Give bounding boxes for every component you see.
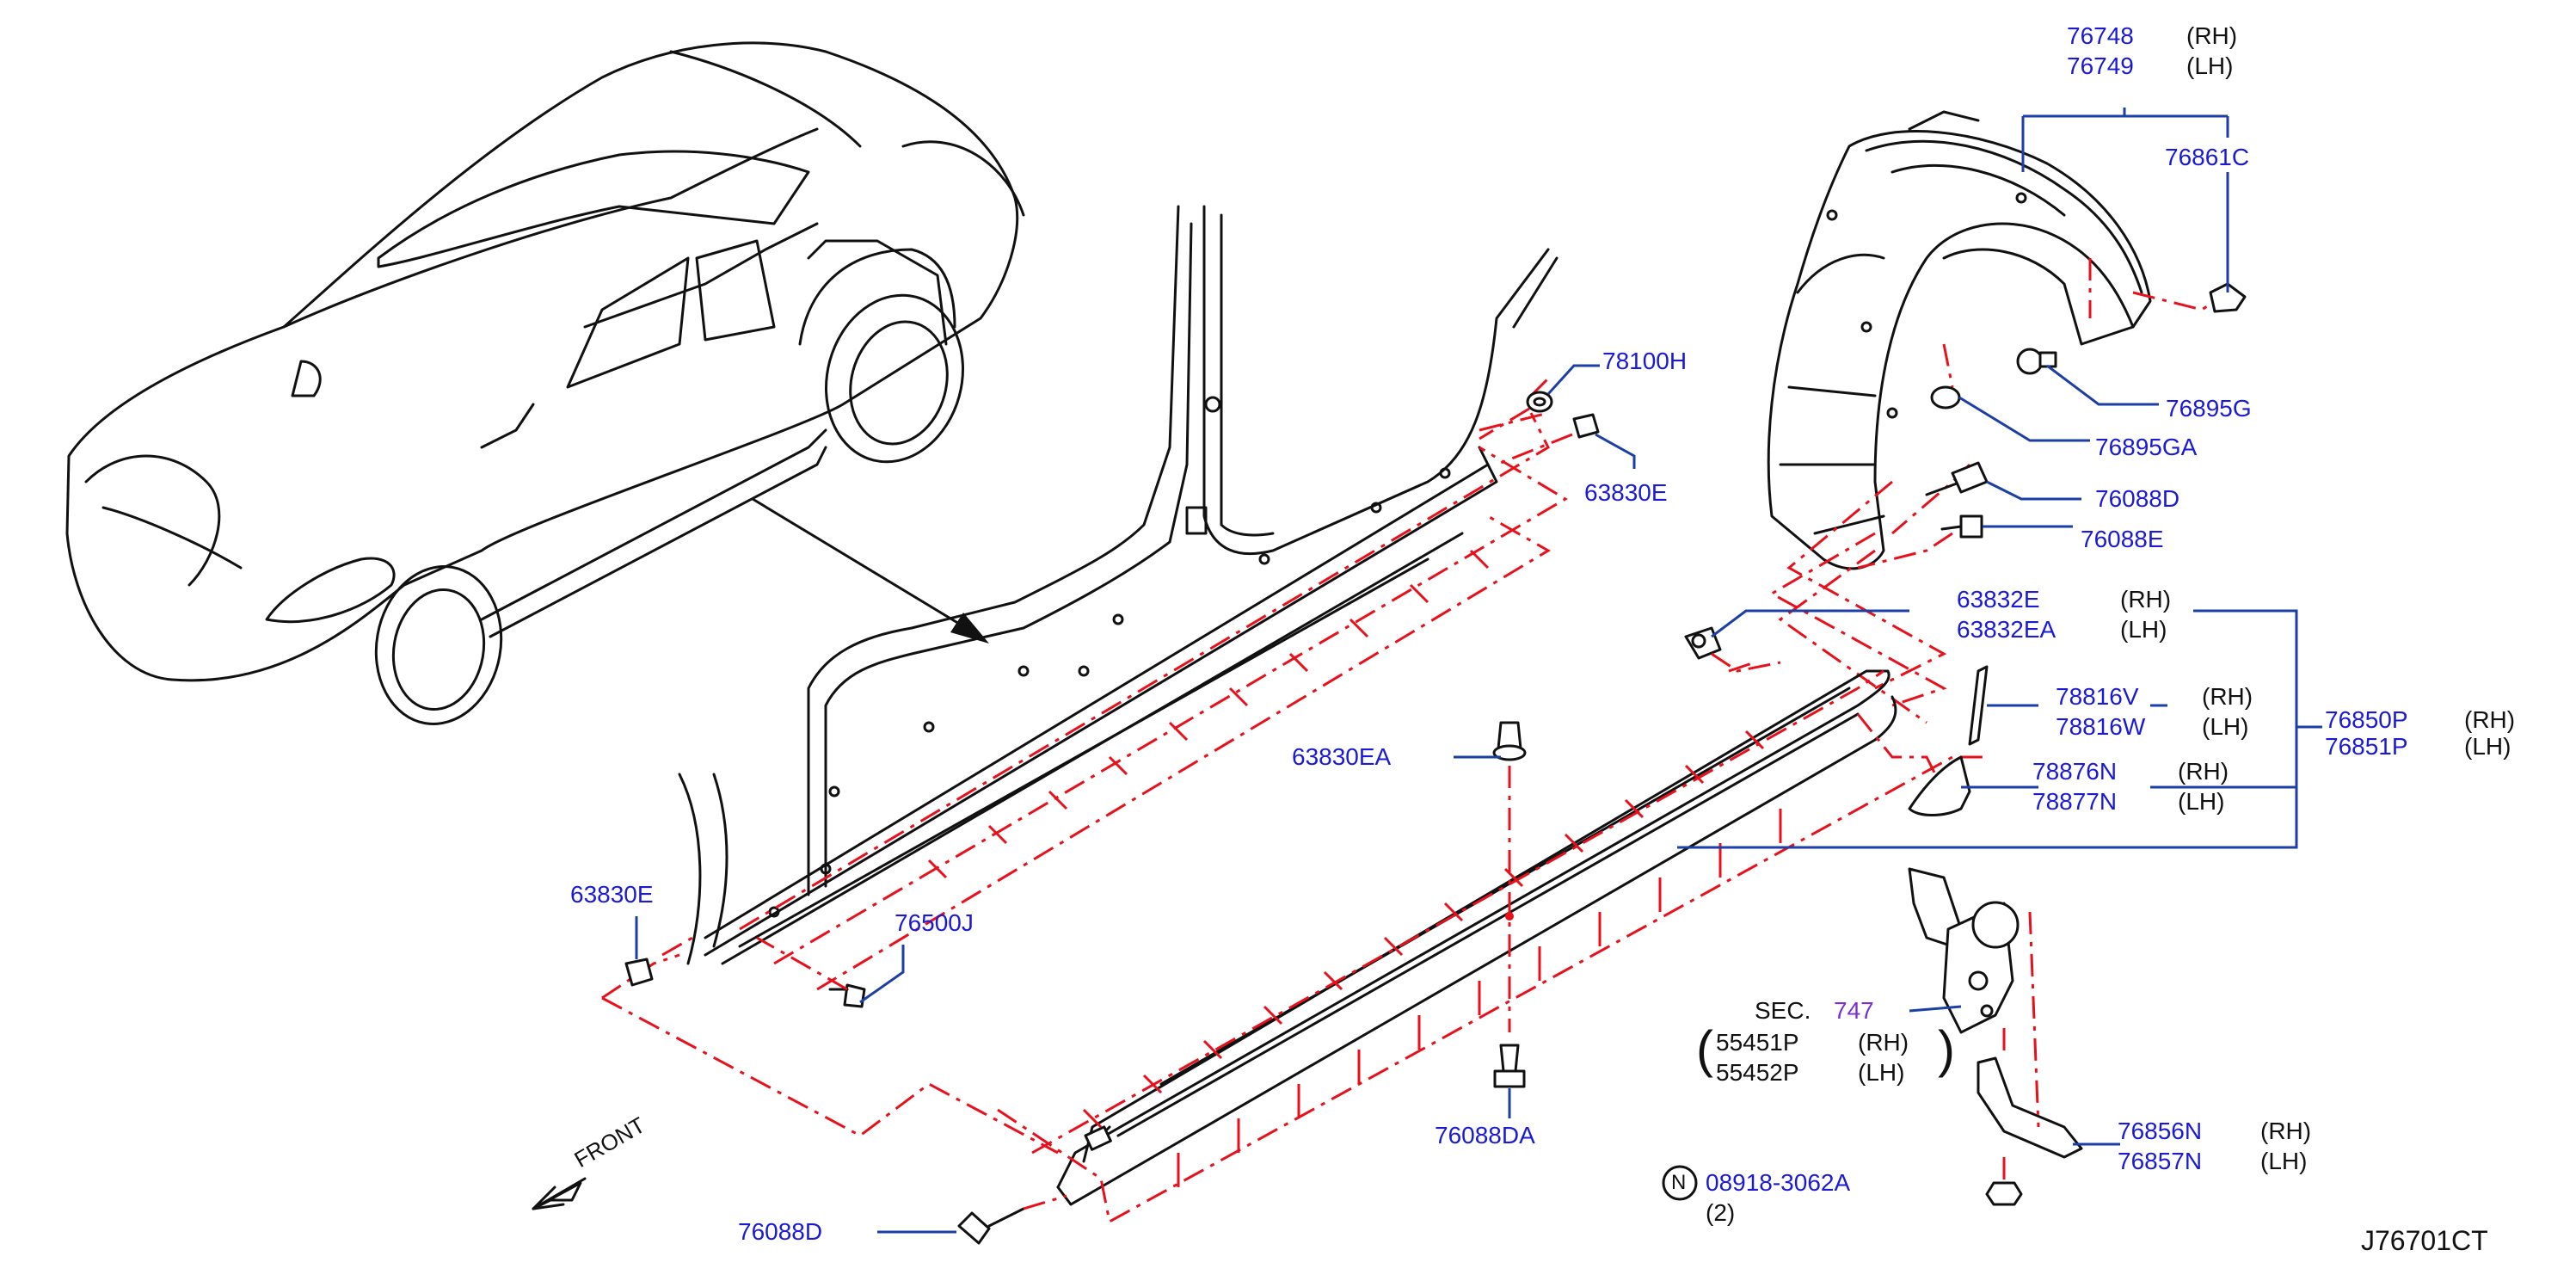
label-63832E-side: (RH) bbox=[2120, 586, 2172, 613]
label-76748-side: (RH) bbox=[2186, 22, 2238, 49]
bolt-76088E-shape bbox=[1940, 514, 1983, 539]
label-76749[interactable]: 76749 bbox=[2067, 52, 2134, 79]
label-76895GA[interactable]: 76895GA bbox=[2095, 434, 2198, 460]
clip-76500J-ref bbox=[756, 936, 848, 991]
strip-78816V-shape bbox=[1968, 665, 1989, 746]
label-76857N[interactable]: 76857N bbox=[2118, 1148, 2203, 1174]
label-63830EA[interactable]: 63830EA bbox=[1292, 743, 1392, 770]
label-76856N[interactable]: 76856N bbox=[2118, 1118, 2203, 1144]
sill-reference-lines bbox=[997, 661, 1987, 1224]
label-76088D-bottom[interactable]: 76088D bbox=[738, 1218, 823, 1245]
grommet-78100H-shape bbox=[1526, 391, 1553, 413]
left-clip-ref bbox=[661, 936, 693, 957]
sill-holes bbox=[768, 467, 1451, 918]
label-76850P[interactable]: 76850P bbox=[2325, 706, 2408, 733]
label-76895G[interactable]: 76895G bbox=[2166, 395, 2252, 422]
body-reference-lines bbox=[601, 377, 1568, 1155]
label-78876N-side: (RH) bbox=[2178, 758, 2229, 785]
nut-08918-shape bbox=[1985, 1181, 2023, 1206]
label-78877N-side: (LH) bbox=[2178, 788, 2225, 815]
label-76851P[interactable]: 76851P bbox=[2325, 733, 2408, 760]
direction-arrow bbox=[751, 497, 989, 644]
label-63830E-top[interactable]: 63830E bbox=[1584, 479, 1668, 506]
clip-63830E-left-shape bbox=[624, 958, 654, 987]
clip-76895G-shape bbox=[2016, 348, 2057, 375]
clip-top-ref bbox=[1496, 433, 1573, 466]
label-08918-3062A[interactable]: 08918-3062A bbox=[1706, 1169, 1851, 1196]
label-78816V[interactable]: 78816V bbox=[2056, 683, 2139, 710]
label-63832E[interactable]: 63832E bbox=[1957, 586, 2040, 613]
front-arrow bbox=[532, 1177, 587, 1210]
label-63832EA-side: (LH) bbox=[2120, 616, 2167, 643]
liner-fasteners bbox=[1925, 282, 2247, 539]
ref-point bbox=[1505, 912, 1514, 921]
bracket-vert-ref bbox=[2028, 911, 2040, 1128]
label-76088E[interactable]: 76088E bbox=[2081, 526, 2164, 552]
label-76500J[interactable]: 76500J bbox=[895, 909, 974, 936]
label-sec-prefix: SEC. bbox=[1755, 997, 1811, 1024]
side-sill-moulding bbox=[1056, 669, 1897, 1206]
label-78100H[interactable]: 78100H bbox=[1602, 348, 1688, 374]
clip-63830EA-shape bbox=[1492, 721, 1527, 761]
label-76857N-side: (LH) bbox=[2260, 1148, 2308, 1174]
label-78876N[interactable]: 78876N bbox=[2032, 758, 2118, 785]
clip-76861C-shape bbox=[2209, 282, 2247, 313]
label-78816V-side: (RH) bbox=[2202, 683, 2253, 710]
clip-63832E-ref bbox=[1711, 652, 1781, 673]
label-sec-747[interactable]: 747 bbox=[1834, 997, 1874, 1024]
label-78816W[interactable]: 78816W bbox=[2056, 713, 2146, 740]
guard-78876N-shape bbox=[1908, 755, 1971, 816]
screw-76088DA-shape bbox=[1493, 1044, 1526, 1088]
label-63830E-left[interactable]: 63830E bbox=[570, 881, 654, 908]
label-55451P-side: (RH) bbox=[1858, 1029, 1909, 1056]
label-08918-qty: (2) bbox=[1706, 1199, 1736, 1226]
label-55452P-side: (LH) bbox=[1858, 1059, 1905, 1086]
grommet-76895GA-shape bbox=[1930, 385, 1961, 410]
screw-bottom-ref bbox=[1023, 1194, 1067, 1210]
label-78816W-side: (LH) bbox=[2202, 713, 2249, 740]
car-illustration bbox=[65, 41, 1025, 725]
wheel-house-liner bbox=[1767, 110, 2152, 570]
label-78877N[interactable]: 78877N bbox=[2032, 788, 2118, 815]
body-side-panel bbox=[678, 205, 1559, 965]
bracket-sec-747 bbox=[1908, 867, 2020, 1034]
screw-76088D-top-shape bbox=[1925, 461, 1989, 496]
screw-76088D-bottom-shape bbox=[957, 1207, 1025, 1245]
label-55451P: 55451P bbox=[1716, 1029, 1799, 1056]
diagram-code: J76701CT bbox=[2361, 1225, 2488, 1256]
nut-n-symbol bbox=[1662, 1165, 1698, 1201]
paren-close: ) bbox=[1938, 1020, 1955, 1078]
clip-63830E-top-shape bbox=[1572, 413, 1600, 439]
label-55452P: 55452P bbox=[1716, 1059, 1799, 1086]
paren-open: ( bbox=[1696, 1020, 1713, 1078]
label-76856N-side: (RH) bbox=[2260, 1118, 2312, 1144]
grommet-ref bbox=[1479, 407, 1530, 440]
label-76748[interactable]: 76748 bbox=[2067, 22, 2134, 49]
label-76088D-top[interactable]: 76088D bbox=[2095, 485, 2180, 512]
label-76088DA[interactable]: 76088DA bbox=[1435, 1122, 1535, 1149]
nut-symbol-letter: N bbox=[1671, 1171, 1687, 1194]
leader-lines bbox=[635, 108, 2322, 1234]
label-76851P-side: (LH) bbox=[2464, 733, 2511, 760]
label-76861C[interactable]: 76861C bbox=[2165, 144, 2250, 170]
label-76850P-side: (RH) bbox=[2464, 706, 2516, 733]
label-63832EA[interactable]: 63832EA bbox=[1957, 616, 2056, 643]
bracket-76856N-shape bbox=[1977, 1056, 2083, 1159]
label-76749-side: (LH) bbox=[2186, 52, 2234, 79]
